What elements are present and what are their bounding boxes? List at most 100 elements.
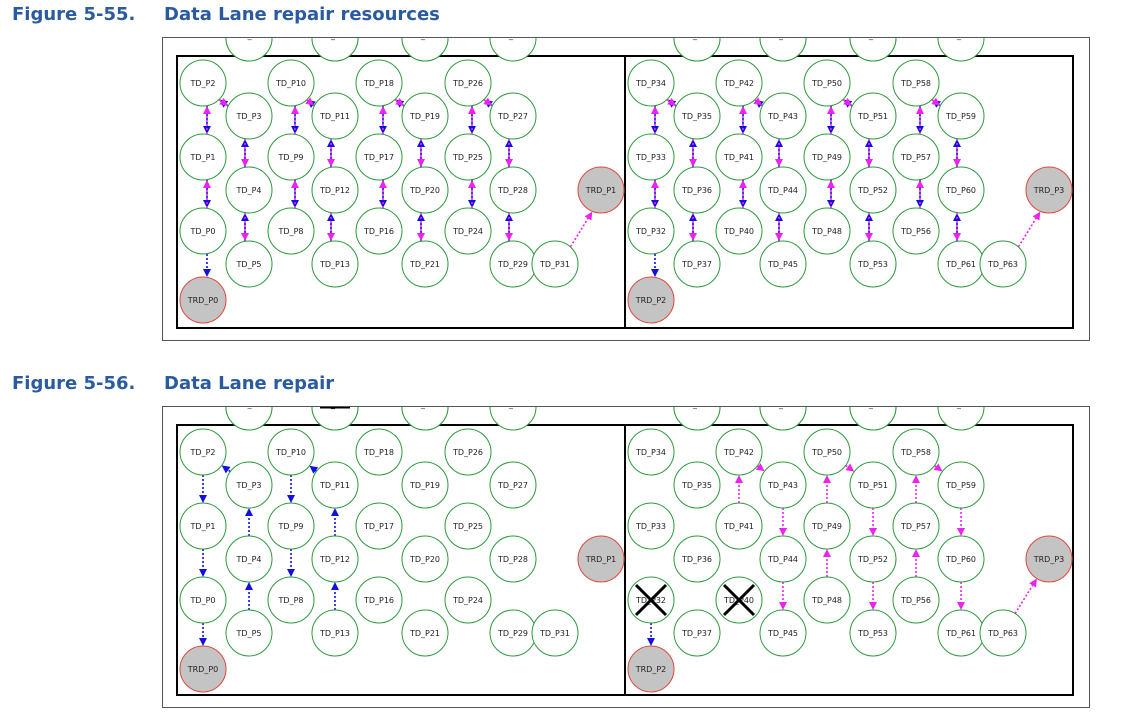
data-lane-node: TD_P8 <box>267 207 315 255</box>
data-lane-node: TD_P19 <box>401 92 449 140</box>
figure-2-heading: Figure 5-56.Data Lane repair <box>12 373 334 394</box>
lane-label: TD_P61 <box>945 629 976 638</box>
shift-arrow <box>245 582 253 610</box>
shift-arrow <box>331 582 339 610</box>
shift-arrow <box>287 549 295 577</box>
shift-arrow <box>912 475 920 503</box>
shift-arrow <box>505 213 513 241</box>
lane-diagram-svg: TD_P0TD_P1TD_P2TD_P3TD_P4TD_P5TD_P6TD_P7… <box>176 407 1074 696</box>
lane-label: TD_P16 <box>363 227 394 236</box>
shift-arrow <box>327 139 335 167</box>
lane-label: TD_P21 <box>409 629 440 638</box>
data-lane-node: TD_P3 <box>225 461 273 509</box>
data-lane-node: TD_P33 <box>627 502 675 550</box>
data-lane-node: TD_P57 <box>892 502 940 550</box>
shift-arrow <box>417 139 425 167</box>
lane-label: TD_P59 <box>945 481 976 490</box>
shift-arrow <box>651 106 659 134</box>
shift-arrow <box>842 97 852 106</box>
lane-label: TD_P20 <box>409 555 440 564</box>
shift-arrow <box>505 139 513 167</box>
lane-label: TD_P56 <box>900 596 931 605</box>
lane-label: TD_P0 <box>190 227 216 236</box>
data-lane-node: TD_P51 <box>849 461 897 509</box>
lane-label: TD_P62 <box>945 38 976 40</box>
shift-arrow <box>379 180 387 208</box>
lane-label: TD_P32 <box>635 227 666 236</box>
data-lane-node: TD_P34 <box>627 428 675 476</box>
redundant-lane-node: TRD_P0 <box>179 276 227 324</box>
figure-2-title: Data Lane repair <box>164 373 335 394</box>
lane-label: TD_P47 <box>767 407 798 409</box>
data-lane-node: TD_P12 <box>311 535 359 583</box>
lane-label: TD_P29 <box>497 260 528 269</box>
data-lane-node: TD_P43 <box>759 461 807 509</box>
shift-arrow <box>823 475 831 503</box>
lane-diagram-svg: TD_P0TD_P1TD_P2TD_P3TD_P4TD_P5TD_P6TD_P7… <box>176 38 1074 329</box>
shift-arrow <box>218 97 228 106</box>
shift-arrow <box>931 97 941 106</box>
data-lane-node: TD_P7 <box>225 407 273 431</box>
data-lane-node: TD_P59 <box>937 461 985 509</box>
lane-label: TD_P35 <box>681 112 712 121</box>
shift-arrow <box>666 97 676 106</box>
data-lane-node: TD_P11 <box>311 461 359 509</box>
lane-label: TD_P18 <box>363 448 394 457</box>
data-lane-node: TD_P18 <box>355 59 403 107</box>
shift-arrow <box>305 97 315 106</box>
right-module-box <box>624 55 1074 329</box>
data-lane-node: TD_P26 <box>444 59 492 107</box>
lane-label: TD_P33 <box>635 153 666 162</box>
shift-arrow <box>916 106 924 134</box>
shift-arrow <box>753 97 763 106</box>
lane-label: TD_P50 <box>811 79 842 88</box>
redundant-lane-label: TRD_P1 <box>585 555 617 564</box>
data-lane-node: TD_P62 <box>937 38 985 62</box>
data-lane-node: TD_P21 <box>401 240 449 288</box>
data-lane-node: TD_P45 <box>759 609 807 657</box>
lane-label: TD_P18 <box>363 79 394 88</box>
data-lane-node: TD_P9 <box>267 133 315 181</box>
data-lane-node: TD_P50 <box>803 428 851 476</box>
shift-arrow <box>953 213 961 241</box>
lane-label: TD_P45 <box>767 260 798 269</box>
lane-label: TD_P12 <box>319 555 350 564</box>
lane-label: TD_P11 <box>319 481 350 490</box>
lane-label: TD_P5 <box>236 260 262 269</box>
data-lane-node: TD_P56 <box>892 576 940 624</box>
shift-arrow <box>865 213 873 241</box>
lane-label: TD_P62 <box>945 407 976 409</box>
data-lane-node: TD_P52 <box>849 535 897 583</box>
data-lane-node: TD_P63 <box>979 240 1027 288</box>
data-lane-node: TD_P55 <box>849 38 897 62</box>
shift-arrow <box>394 97 404 106</box>
shift-arrow <box>957 508 965 536</box>
lane-label: TD_P41 <box>723 153 754 162</box>
data-lane-node: TD_P55 <box>849 407 897 431</box>
data-lane-node: TD_P3 <box>225 92 273 140</box>
lane-label: TD_P9 <box>278 522 304 531</box>
data-lane-node: TD_P47 <box>759 38 807 62</box>
shift-arrow <box>689 213 697 241</box>
data-lane-node: TD_P8 <box>267 576 315 624</box>
lane-label: TD_P56 <box>900 227 931 236</box>
lane-label: TD_P3 <box>236 481 262 490</box>
lane-label: TD_P51 <box>857 481 888 490</box>
data-lane-node: TD_P50 <box>803 59 851 107</box>
lane-label: TD_P51 <box>857 112 888 121</box>
lane-label: TD_P37 <box>681 260 712 269</box>
shift-arrow <box>827 106 835 134</box>
shift-arrow <box>203 254 211 277</box>
lane-label: TD_P49 <box>811 153 842 162</box>
redundant-lane-label: TRD_P0 <box>187 296 219 305</box>
shift-arrow <box>933 463 943 472</box>
arrow-layer <box>203 97 1041 277</box>
data-lane-node: TD_P11 <box>311 92 359 140</box>
figure-1-diagram: TD_P0TD_P1TD_P2TD_P3TD_P4TD_P5TD_P6TD_P7… <box>162 37 1090 341</box>
lane-label: TD_P41 <box>723 522 754 531</box>
data-lane-node: TD_P37 <box>673 240 721 288</box>
shift-arrow <box>651 180 659 208</box>
shift-arrow <box>379 106 387 134</box>
data-lane-node: TD_P28 <box>489 166 537 214</box>
lane-label: TD_P16 <box>363 596 394 605</box>
